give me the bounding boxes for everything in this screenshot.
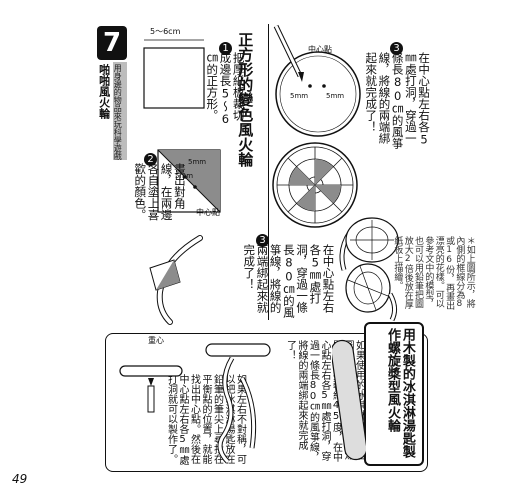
disc-label-a: 5mm [290,92,309,100]
chapter-series-strip [113,62,127,160]
chapter-name: 啪啪風火輪 [97,64,111,119]
center-of-gravity-label: 重心 [148,336,164,345]
diagonal-square-illustration [157,149,221,213]
section1-title: 正方形的變色風火輪 [236,32,255,167]
dimension-label: 5〜6cm [150,27,181,36]
step3-right-number: 3 [390,36,403,55]
propeller-section-frame [105,333,428,472]
spinning-disc-2 [345,263,398,322]
page-number: 49 [12,472,28,486]
step2-label-b: 5mm [175,172,194,180]
step3-right-text: 在中心點左右各5㎜處打洞，穿過一條長80㎝的風箏線，將線的兩端綁起來就完成了！ [364,52,432,149]
disc-label-b: 5mm [326,92,345,100]
step2-label-a: 5mm [188,158,207,166]
step3-left-text: 在中心點左右各5㎜處打洞，穿過一條長80㎝的風箏線，將線的兩端綁起來就完成了！ [242,244,336,318]
square-card-illustration [143,39,205,109]
step3-left-number: 3 [256,228,269,247]
ice-cream-stick-illustration [332,339,366,461]
column-divider [268,24,269,320]
propeller-title-tag [364,322,424,466]
spinning-square-illustration [149,235,203,325]
step2-number: 2 [144,147,157,166]
patterned-disc-illustration [272,142,358,228]
chapter-badge: 7 [97,26,127,60]
spinning-disc-1 [339,217,399,271]
step2-label-center: 中心點 [196,208,220,217]
disc-with-pencil-illustration [273,24,361,137]
balance-stick-illustration [119,365,183,413]
right-note: ＊如上圖所示，將內側的框線分為8或16份，再畫出漂亮的花樣。可以參考文中的模型，… [392,236,475,310]
propeller-spin-illustration [205,343,271,464]
step1-number: 1 [219,36,232,55]
chapter-series-label: 用身邊的物品來玩科學遊戲 [113,64,123,160]
propeller-title: 用木製的冰淇淋湯匙製作螺旋槳型風火輪 [384,328,415,458]
step2-text: 畫出對角線，在兩邊各自塗上喜歡的顏色。 [133,163,187,221]
disc-center-label: 中心點 [308,45,332,54]
step1-text: 把厚紙板裁切成邊長5〜6㎝的正方形。 [205,52,246,126]
